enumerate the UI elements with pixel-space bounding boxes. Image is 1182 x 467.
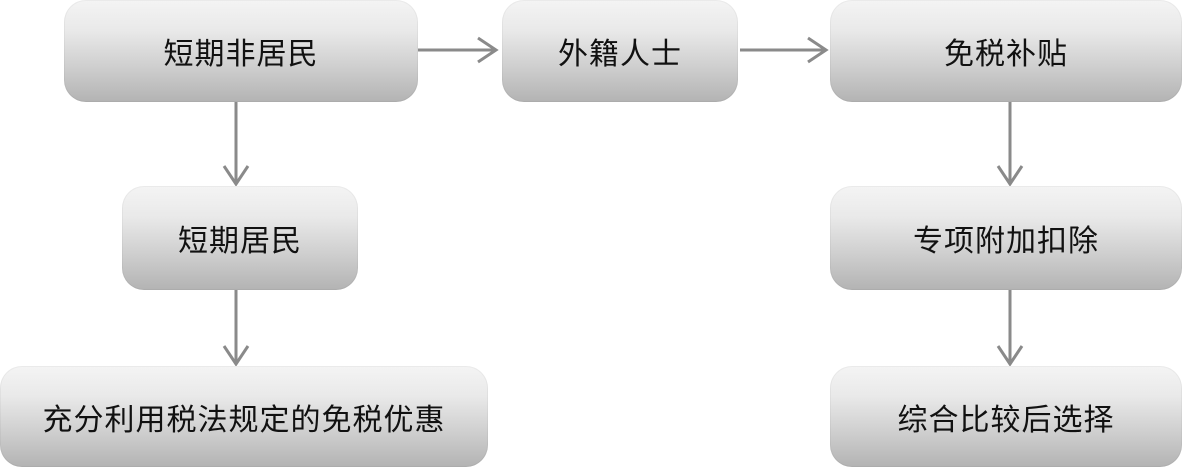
node-short-term-resident: 短期居民 (122, 186, 358, 290)
node-foreign-national: 外籍人士 (502, 0, 738, 102)
node-label: 专项附加扣除 (913, 224, 1099, 259)
edge-nonresident-to-resident (222, 102, 250, 187)
node-use-tax-exemptions: 充分利用税法规定的免税优惠 (0, 366, 488, 467)
node-compare-and-choose: 综合比较后选择 (830, 366, 1182, 467)
node-label: 短期非居民 (163, 37, 319, 72)
edge-resident-to-exemptions (222, 290, 250, 367)
edge-allowance-to-deduction (996, 102, 1024, 187)
edge-foreign-to-allowance (740, 36, 829, 64)
node-label: 免税补贴 (944, 37, 1068, 72)
node-label: 综合比较后选择 (897, 402, 1115, 438)
node-label: 充分利用税法规定的免税优惠 (42, 402, 446, 438)
edge-nonresident-to-foreign (418, 36, 499, 64)
node-short-term-nonresident: 短期非居民 (64, 0, 418, 102)
edge-deduction-to-compare (996, 290, 1024, 367)
node-tax-free-allowance: 免税补贴 (830, 0, 1182, 102)
node-label: 短期居民 (178, 224, 302, 259)
node-special-additional-deduction: 专项附加扣除 (830, 186, 1182, 290)
node-label: 外籍人士 (558, 37, 682, 72)
